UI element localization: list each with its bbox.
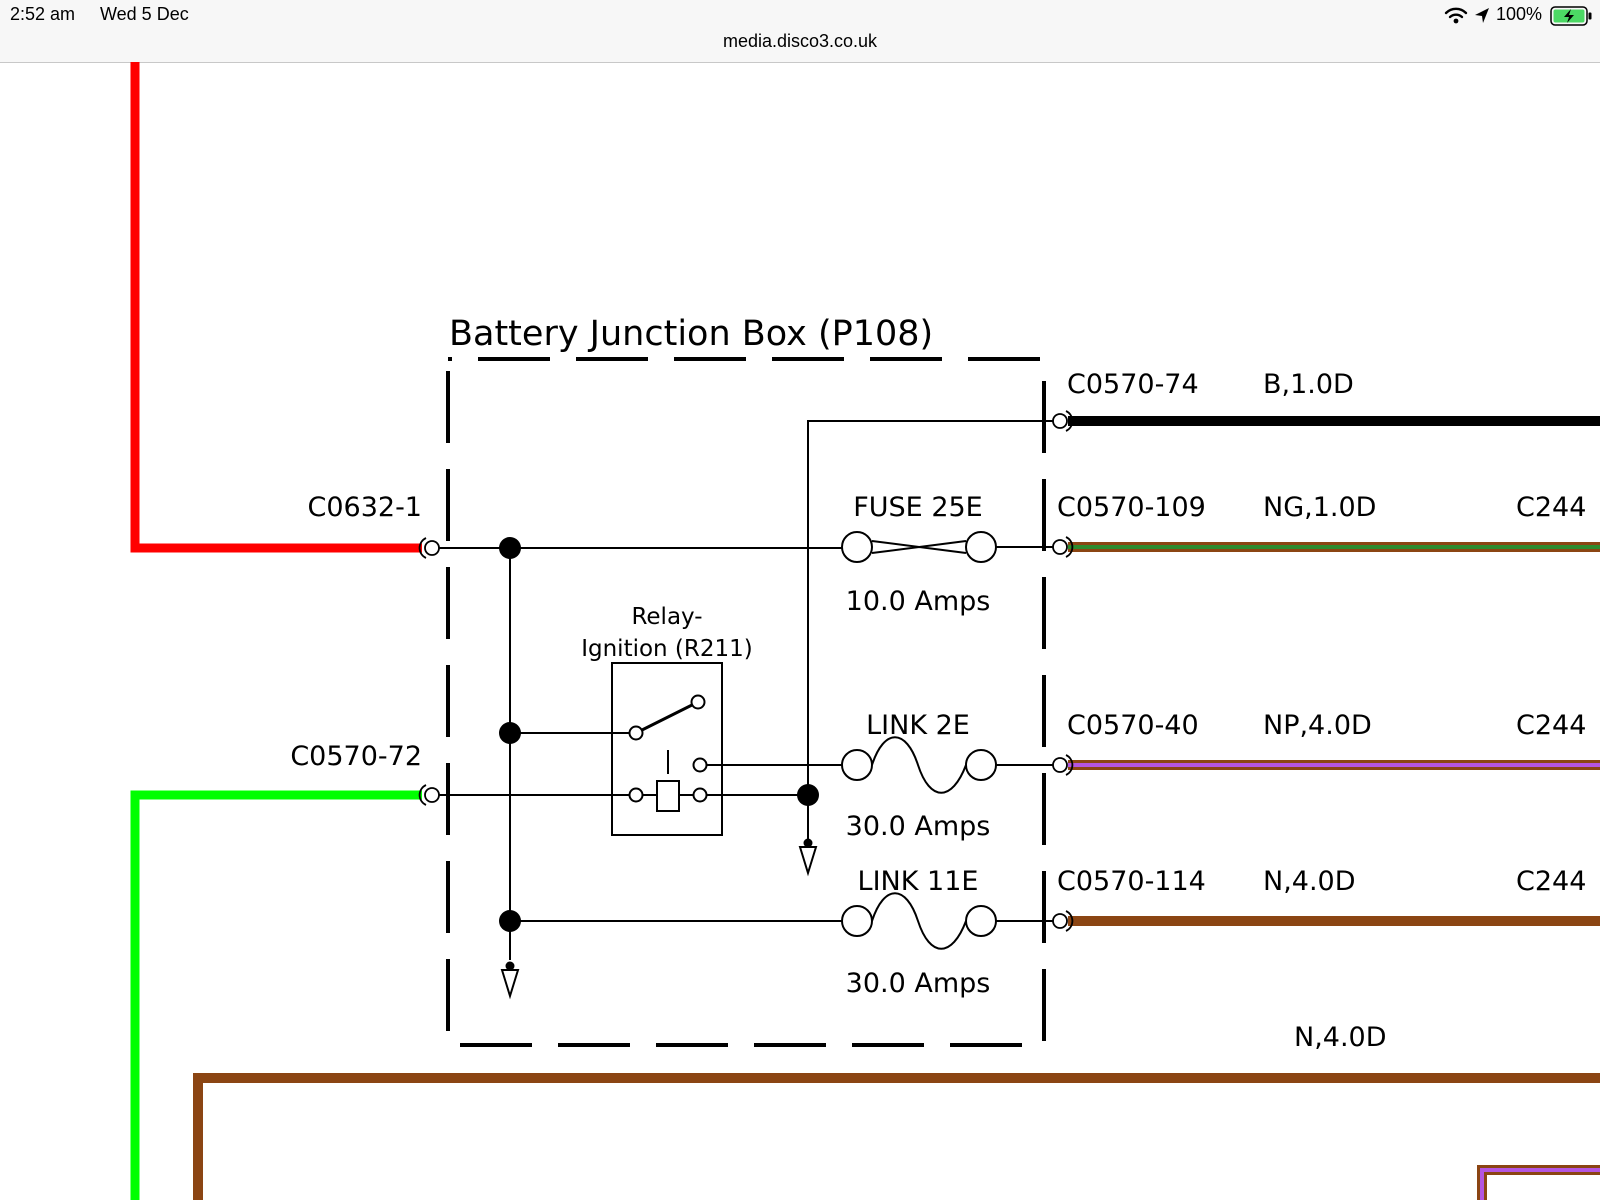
ground-arrow-right	[798, 838, 818, 877]
link-11e-rating: 30.0 Amps	[846, 968, 991, 999]
diagram-title: Battery Junction Box (P108)	[449, 314, 933, 354]
fuse-25e-name: FUSE 25E	[853, 492, 983, 523]
location-arrow-icon	[1475, 8, 1489, 23]
junction-box-border	[446, 357, 1046, 1047]
pin-c0570-40: C0570-40	[1067, 710, 1199, 741]
wire-code-np-4-0d: NP,4.0D	[1263, 710, 1372, 741]
ground-arrow-left	[500, 961, 520, 1000]
status-date: Wed 5 Dec	[100, 4, 189, 24]
link-11e-symbol	[841, 892, 997, 950]
wire-code-n-4-0d: N,4.0D	[1263, 866, 1356, 897]
pin-c0570-114: C0570-114	[1057, 866, 1206, 897]
junction-dots	[499, 537, 819, 932]
link-2e-symbol	[841, 736, 997, 794]
connector-pin-c0570-40	[1052, 754, 1074, 776]
next-connector-c244-a: C244	[1516, 492, 1586, 523]
label-c0632-1: C0632-1	[308, 492, 423, 523]
relay-r211	[611, 662, 723, 836]
wire-red	[130, 62, 422, 553]
wire-code-b-1-0d: B,1.0D	[1263, 369, 1354, 400]
next-connector-c244-b: C244	[1516, 710, 1586, 741]
link-2e-name: LINK 2E	[866, 710, 970, 741]
wire-code-ng-1-0d: NG,1.0D	[1263, 492, 1376, 523]
label-c0570-72: C0570-72	[290, 741, 422, 772]
pin-c0570-109: C0570-109	[1057, 492, 1206, 523]
fuse-25e-rating: 10.0 Amps	[846, 586, 991, 617]
relay-label-line2: Ignition (R211)	[581, 636, 753, 662]
connector-pin-c0632-1	[418, 537, 440, 559]
pin-c0570-74: C0570-74	[1067, 369, 1199, 400]
battery-percent: 100%	[1496, 4, 1543, 24]
relay-label-line1: Relay-	[631, 604, 702, 630]
wiring-diagram: Battery Junction Box (P108) C0632-1 C057…	[130, 62, 1600, 1200]
wire-np-bottom	[1477, 1165, 1600, 1200]
wifi-icon	[1444, 7, 1468, 24]
fuse-25e-symbol	[841, 531, 997, 563]
url-bar[interactable]: media.disco3.co.uk	[722, 31, 878, 51]
wire-brown-bottom	[193, 1073, 1600, 1200]
status-bar: 2:52 am Wed 5 Dec media.disco3.co.uk 100…	[0, 0, 1600, 63]
status-time: 2:52 am	[10, 4, 76, 24]
link-11e-name: LINK 11E	[858, 866, 979, 897]
wire-code-bottom-n-4-0d: N,4.0D	[1294, 1022, 1387, 1053]
link-2e-rating: 30.0 Amps	[846, 811, 991, 842]
connector-pin-c0570-72	[418, 784, 440, 806]
wire-green	[130, 790, 422, 1200]
next-connector-c244-c: C244	[1516, 866, 1586, 897]
battery-charging-icon	[1550, 6, 1592, 26]
